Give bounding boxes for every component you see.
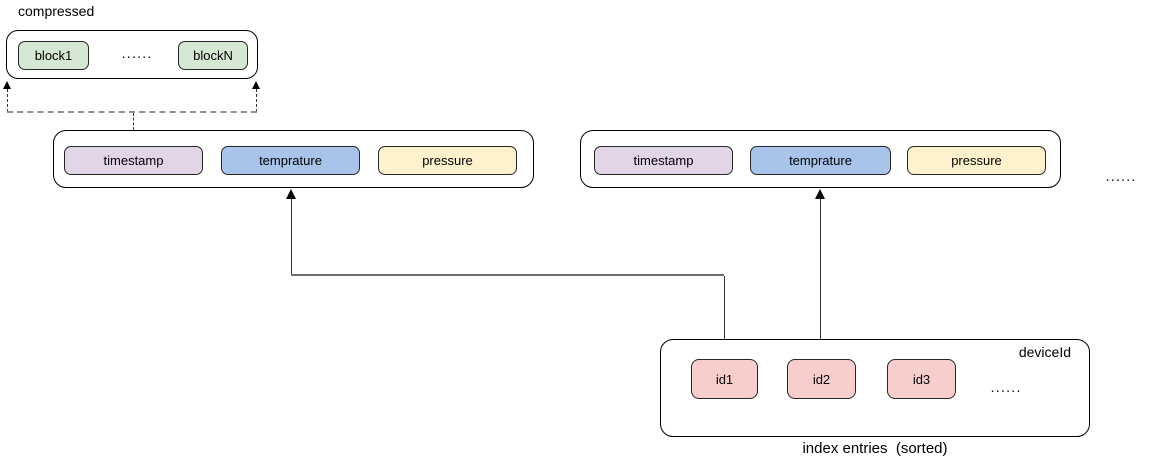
device-id-label: deviceId: [1018, 344, 1071, 360]
compressed-container: block1 ...... blockN: [6, 30, 258, 79]
arrowhead-icon: [286, 189, 296, 199]
connector-id1-vertical-bottom: [724, 276, 725, 359]
dashed-connector-to-timestamp: [133, 113, 134, 144]
index-ellipsis: ......: [990, 379, 1022, 396]
arrowhead-icon: [815, 189, 825, 199]
dashed-connector-left: [7, 89, 8, 112]
blocks-ellipsis: ......: [121, 45, 153, 62]
connector-id2-vertical: [820, 198, 821, 359]
arrowhead-icon: [252, 81, 260, 89]
connector-id1-vertical-top: [291, 198, 292, 275]
dashed-connector-horizontal: [7, 111, 257, 113]
field-timestamp: timestamp: [64, 146, 203, 175]
dashed-connector-right: [256, 89, 257, 112]
field-pressure: pressure: [378, 146, 517, 175]
index-entry-id2: id2: [787, 359, 856, 399]
block-node-last: blockN: [178, 41, 248, 70]
index-caption: index entries (sorted): [802, 440, 948, 457]
records-ellipsis: ......: [1105, 168, 1137, 185]
index-container: deviceId id1 id2 id3 ......: [660, 339, 1090, 437]
connector-id1-horizontal: [291, 274, 724, 276]
field-pressure: pressure: [907, 146, 1046, 175]
block-node-first: block1: [18, 41, 89, 70]
field-temperature: temprature: [750, 146, 891, 175]
field-temperature: temprature: [221, 146, 360, 175]
arrowhead-icon: [3, 81, 11, 89]
record-container-1: timestamp temprature pressure: [53, 130, 534, 188]
index-entry-id1: id1: [691, 359, 758, 399]
compressed-label: compressed: [18, 3, 95, 19]
index-entry-id3: id3: [887, 359, 956, 399]
field-timestamp: timestamp: [594, 146, 733, 175]
record-container-2: timestamp temprature pressure: [580, 130, 1061, 188]
